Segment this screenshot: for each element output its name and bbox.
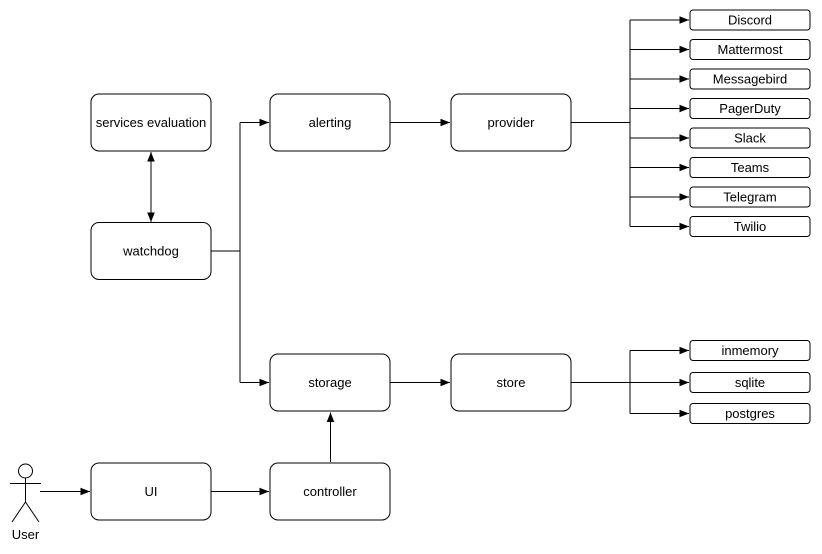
node-pagerduty: PagerDuty (689, 98, 811, 119)
node-discord-label: Discord (728, 13, 772, 28)
node-mattermost-label: Mattermost (717, 42, 782, 57)
node-messagebird-box (689, 68, 811, 90)
node-twilio-box (689, 216, 811, 237)
node-storage: storage (269, 353, 391, 412)
node-postgres-label: postgres (725, 406, 775, 421)
node-teams: Teams (689, 157, 811, 178)
node-postgres: postgres (689, 403, 811, 424)
node-watchdog-box (90, 222, 212, 280)
node-teams-label: Teams (731, 160, 770, 175)
node-alerting-label: alerting (309, 115, 352, 130)
node-postgres-box (689, 403, 811, 424)
node-telegram-label: Telegram (723, 190, 776, 205)
node-slack-box (689, 127, 811, 149)
node-store-box (450, 353, 572, 412)
node-twilio: Twilio (689, 216, 811, 237)
node-sqlite: sqlite (689, 372, 811, 393)
node-inmemory-label: inmemory (721, 343, 779, 358)
node-ui-box (90, 462, 212, 521)
node-storage-box (269, 353, 391, 412)
node-inmemory: inmemory (689, 340, 811, 361)
node-messagebird-label: Messagebird (713, 72, 787, 87)
node-provider: provider (450, 93, 572, 152)
actor-head (18, 463, 33, 479)
node-sqlite-box (689, 372, 811, 393)
node-controller-label: controller (303, 484, 357, 499)
node-telegram: Telegram (689, 186, 811, 208)
edge-watchdog-trunk (211, 122, 241, 383)
node-controller-box (269, 462, 391, 521)
node-alerting-box (269, 93, 391, 152)
node-pagerduty-box (689, 98, 811, 119)
node-ui-label: UI (145, 484, 158, 499)
node-slack-label: Slack (734, 131, 766, 146)
user-actor: User (10, 463, 41, 542)
node-services-evaluation: services evaluation (90, 93, 212, 152)
actor-label: User (12, 527, 40, 542)
node-sqlite-label: sqlite (735, 375, 765, 390)
node-provider-label: provider (488, 115, 536, 130)
actor-legs (11, 501, 40, 523)
node-discord-box (689, 9, 811, 31)
node-provider-box (450, 93, 572, 152)
node-watchdog: watchdog (90, 222, 212, 280)
node-mattermost-box (689, 39, 811, 60)
node-messagebird: Messagebird (689, 68, 811, 90)
node-store-label: store (497, 375, 526, 390)
edge-store-trunk (571, 350, 631, 414)
node-watchdog-label: watchdog (122, 244, 179, 259)
node-teams-box (689, 157, 811, 178)
node-twilio-label: Twilio (734, 219, 767, 234)
node-slack: Slack (689, 127, 811, 149)
node-alerting: alerting (269, 93, 391, 152)
node-pagerduty-label: PagerDuty (719, 101, 781, 116)
node-storage-label: storage (308, 375, 351, 390)
node-telegram-box (689, 186, 811, 208)
node-discord: Discord (689, 9, 811, 31)
node-services-evaluation-label: services evaluation (96, 115, 207, 130)
node-ui: UI (90, 462, 212, 521)
node-store: store (450, 353, 572, 412)
edge-provider-trunk (571, 20, 631, 227)
node-controller: controller (269, 462, 391, 521)
node-inmemory-box (689, 340, 811, 361)
node-services-evaluation-box (90, 93, 212, 152)
node-mattermost: Mattermost (689, 39, 811, 60)
